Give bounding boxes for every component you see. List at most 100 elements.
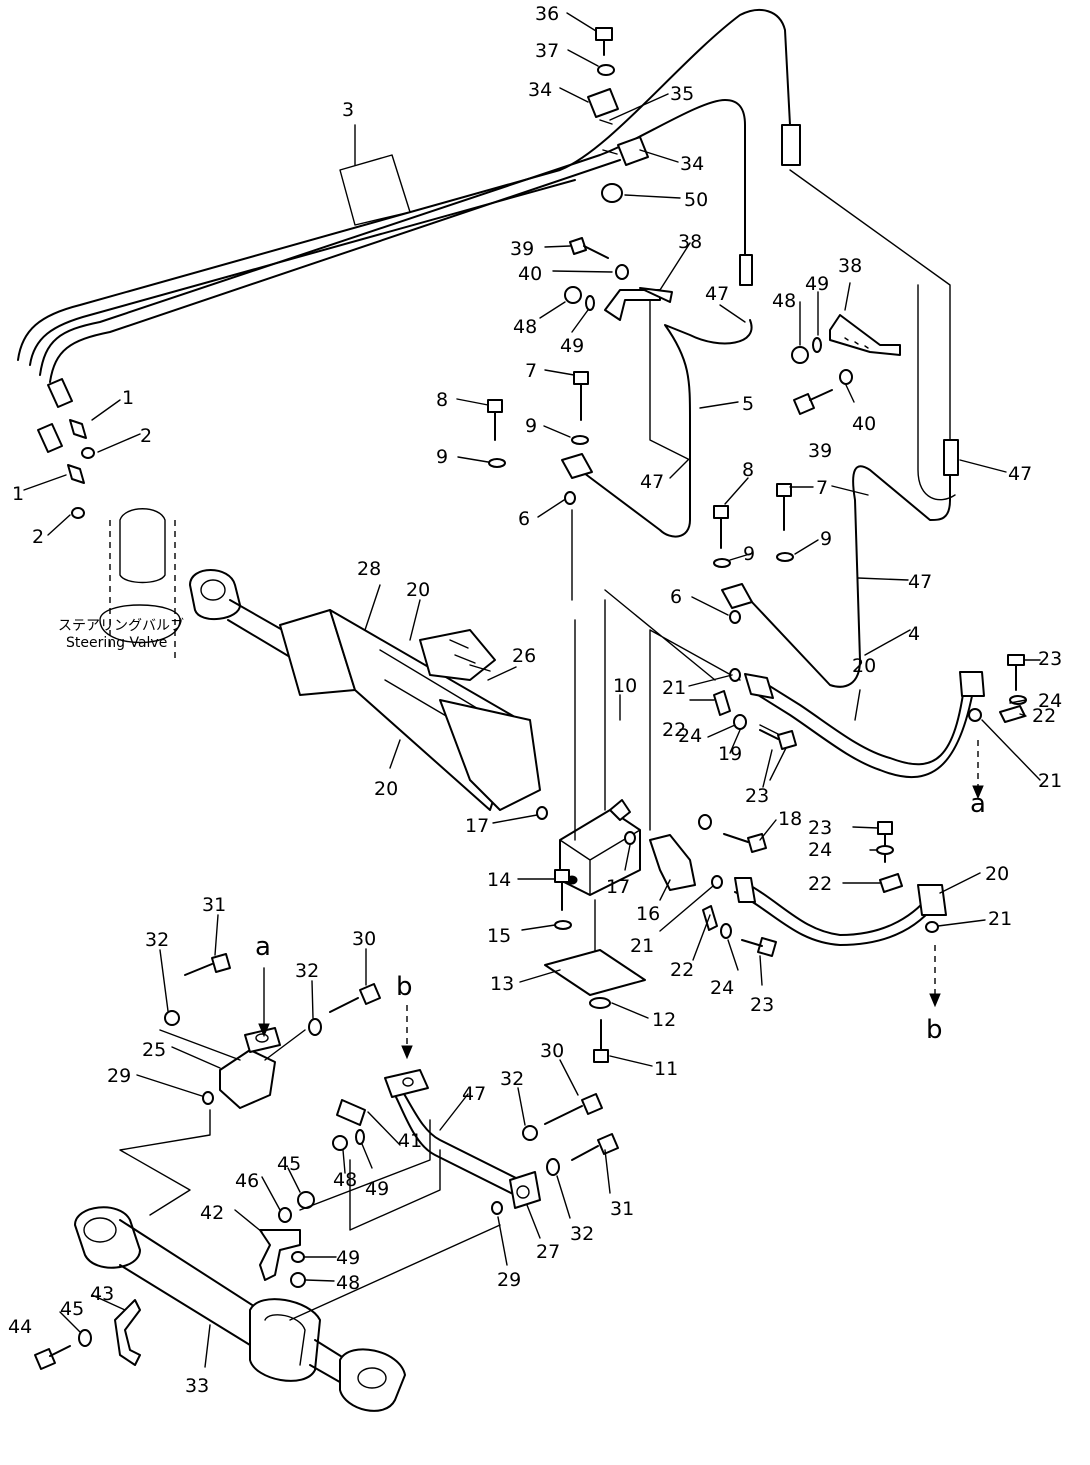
bolt-39b (793, 389, 833, 415)
nut-48b (791, 346, 809, 364)
callout-21-lower-left: 21 (630, 935, 654, 957)
callout-3: 3 (342, 99, 354, 121)
callout-5: 5 (742, 393, 754, 415)
callout-24-lower: 24 (710, 977, 734, 999)
callout-15: 15 (487, 925, 511, 947)
bolt-7b (776, 483, 792, 531)
pipe-lower-47 (299, 1069, 541, 1231)
oring-21a (968, 708, 982, 722)
marker-b-target: b (926, 1015, 943, 1045)
bolt-23b (759, 729, 797, 750)
marker-a-target: a (970, 789, 986, 819)
oring-17b (624, 831, 636, 845)
callout-36: 36 (535, 3, 559, 25)
callout-34-lower: 34 (680, 153, 704, 175)
callout-39-lower: 39 (808, 440, 832, 462)
callout-48-lower-upper: 48 (333, 1169, 357, 1191)
callout-26: 26 (512, 645, 536, 667)
callout-47-upper: 47 (705, 283, 729, 305)
callout-35: 35 (670, 83, 694, 105)
callout-1-upper: 1 (122, 387, 134, 409)
callout-21-right-upper: 21 (1038, 770, 1062, 792)
callout-20-cylinder: 20 (406, 579, 430, 601)
callout-39-upper: 39 (510, 238, 534, 260)
callout-11: 11 (654, 1058, 678, 1080)
callout-31-left: 31 (202, 894, 226, 916)
callout-23-middle: 23 (808, 817, 832, 839)
bolt-23d (741, 937, 777, 957)
plate-41 (336, 1099, 366, 1126)
callout-34-upper: 34 (528, 79, 552, 101)
leader-lines-lower (119, 1109, 501, 1321)
steering-valve (67, 419, 181, 660)
washer-9b (488, 458, 506, 468)
callout-29-left: 29 (107, 1065, 131, 1087)
washer-9d (776, 552, 794, 562)
callout-50: 50 (684, 189, 708, 211)
washer-37 (597, 64, 615, 76)
callout-30-right: 30 (540, 1040, 564, 1062)
washer-12 (589, 997, 611, 1009)
washer-19 (698, 814, 712, 830)
clip-22c (879, 873, 903, 893)
callout-20-upper-pipe: 20 (852, 655, 876, 677)
pipe-4 (721, 583, 753, 609)
bracket-38-right (829, 314, 901, 356)
marker-b-source: b (396, 972, 413, 1002)
bolt-8b (713, 505, 729, 549)
callout-49-right: 49 (805, 273, 829, 295)
washer-32a (164, 1010, 180, 1026)
washer-24b (733, 714, 747, 730)
bolt-31b (571, 1133, 619, 1161)
callout-40-upper: 40 (518, 263, 542, 285)
nut-48c (332, 1135, 348, 1151)
callout-37: 37 (535, 40, 559, 62)
washer-24d (720, 923, 732, 939)
steering-valve-label-jp: ステアリングバルブ (58, 617, 184, 634)
callout-47-right: 47 (1008, 463, 1032, 485)
callout-8-left: 8 (436, 389, 448, 411)
callout-13: 13 (490, 973, 514, 995)
callout-20-cylinder-lower: 20 (374, 778, 398, 800)
cylinder-lower (74, 1206, 406, 1412)
leader-lines-center (571, 509, 741, 961)
callout-16: 16 (636, 903, 660, 925)
bolt-23c (877, 821, 893, 863)
hose-assembly-3 (17, 9, 801, 453)
callout-49-lower-upper: 49 (365, 1178, 389, 1200)
bolt-8a (487, 399, 503, 441)
washer-32c (522, 1125, 538, 1141)
nut-48d (290, 1272, 306, 1288)
callout-24-middle: 24 (808, 839, 832, 861)
pipes-20-lower (734, 877, 947, 946)
callout-29-right: 29 (497, 1269, 521, 1291)
callout-labels: 36 37 34 35 34 50 3 39 38 40 48 49 47 48… (8, 3, 1062, 1397)
callout-17-upper: 17 (465, 815, 489, 837)
callout-32-right-lower: 32 (570, 1223, 594, 1245)
callout-18: 18 (778, 808, 802, 830)
callout-48-right: 48 (772, 290, 796, 312)
callout-14: 14 (487, 869, 511, 891)
bolt-36 (595, 27, 613, 56)
callout-48-left: 48 (513, 316, 537, 338)
callout-32-left: 32 (145, 929, 169, 951)
bolt-18 (723, 833, 767, 853)
callout-32-middle: 32 (295, 960, 319, 982)
callout-6-lower: 6 (670, 586, 682, 608)
callout-21-upper: 21 (662, 677, 686, 699)
callout-41: 41 (398, 1130, 422, 1152)
callout-44: 44 (8, 1316, 32, 1338)
callout-22-right-upper: 22 (1032, 705, 1056, 727)
bracket-38-left (604, 287, 673, 321)
callout-28: 28 (357, 558, 381, 580)
washer-45b (78, 1329, 92, 1347)
bolt-14 (554, 869, 570, 911)
callout-10: 10 (613, 675, 637, 697)
callout-1-lower: 1 (12, 483, 24, 505)
washer-32b (308, 1018, 322, 1036)
callout-21-lower-right: 21 (988, 908, 1012, 930)
pipe-upper-right (749, 169, 959, 688)
bolt-31a (184, 953, 231, 976)
bolt-30b (544, 1093, 603, 1125)
